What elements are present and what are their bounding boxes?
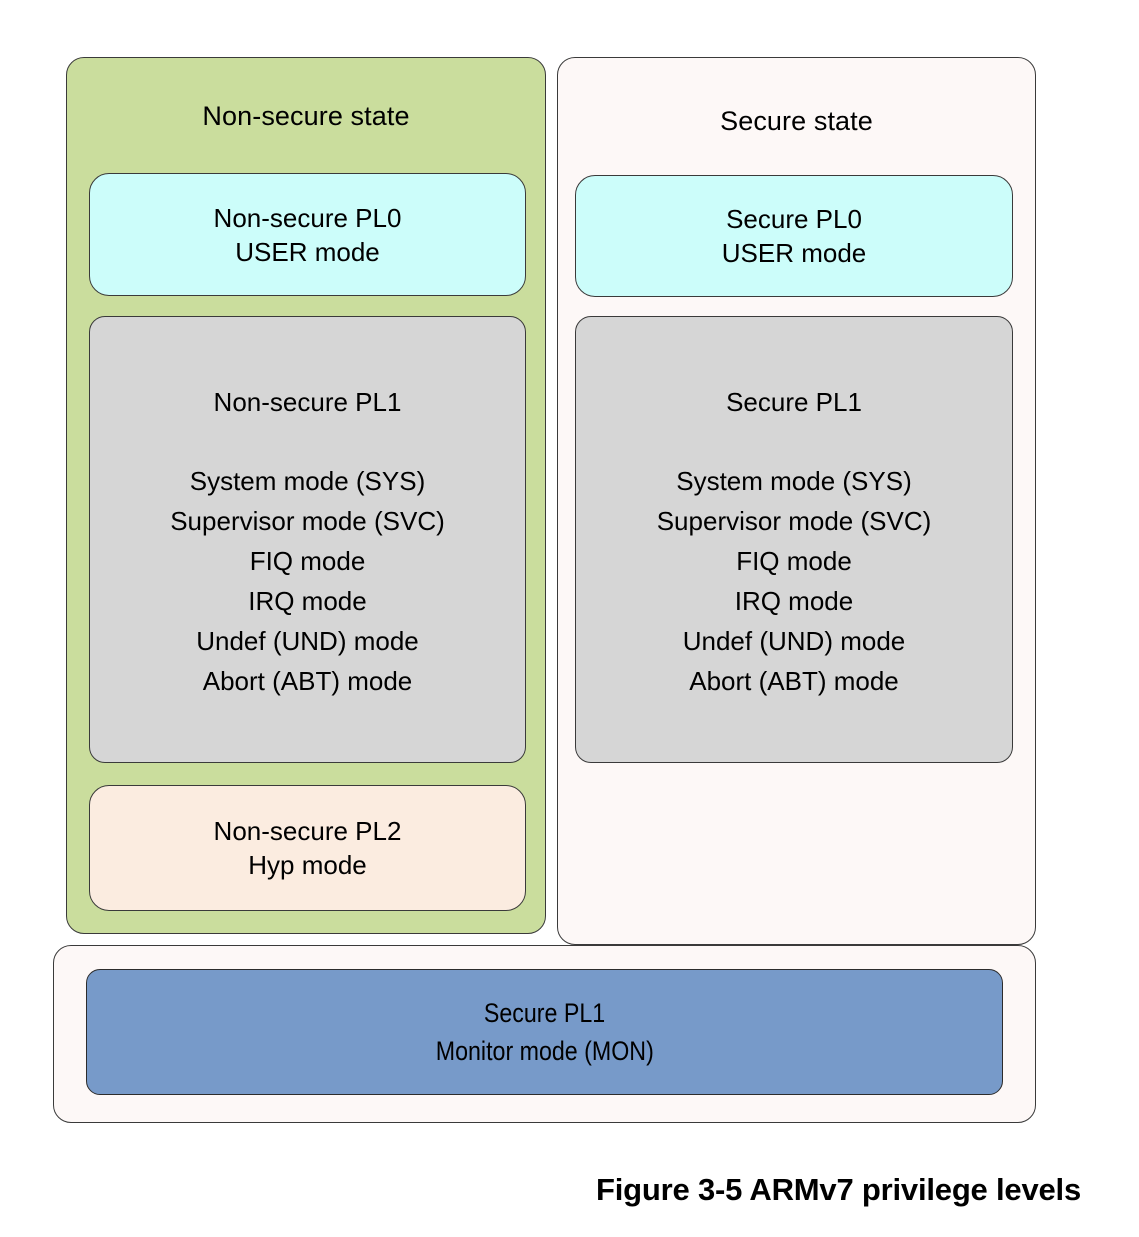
non-secure-state-panel: Non-secure state Non-secure PL0 USER mod… [66, 57, 546, 934]
non-secure-pl0-heading: Non-secure PL0 [213, 202, 402, 233]
list-item: IRQ mode [248, 586, 367, 616]
list-item: System mode (SYS) [676, 466, 912, 496]
list-item: Supervisor mode (SVC) [170, 506, 445, 536]
list-item: IRQ mode [734, 586, 854, 616]
list-item: System mode (SYS) [189, 466, 426, 496]
secure-pl0-mode: USER mode [721, 238, 867, 268]
secure-state-title: Secure state [720, 106, 873, 136]
non-secure-pl0-mode: USER mode [235, 236, 380, 267]
non-secure-pl2-box: Non-secure PL2 Hyp mode [89, 785, 526, 911]
non-secure-pl2-mode: Hyp mode [248, 850, 367, 880]
list-item: Abort (ABT) mode [689, 666, 899, 696]
monitor-container-panel: Secure PL1 Monitor mode (MON) [53, 945, 1036, 1123]
secure-pl1-box: Secure PL1 System mode (SYS) Supervisor … [575, 316, 1013, 763]
list-item: Abort (ABT) mode [202, 666, 413, 696]
secure-pl1-mode-list: System mode (SYS) Supervisor mode (SVC) … [657, 461, 932, 701]
list-item: Supervisor mode (SVC) [656, 506, 932, 536]
list-item: FIQ mode [249, 546, 366, 576]
non-secure-pl2-heading: Non-secure PL2 [213, 816, 402, 846]
list-item: Undef (UND) mode [196, 626, 419, 656]
monitor-mode-label: Monitor mode (MON) [435, 1036, 654, 1066]
non-secure-pl0-box: Non-secure PL0 USER mode [89, 173, 526, 296]
figure-caption: Figure 3-5 ARMv7 privilege levels [596, 1172, 1081, 1207]
non-secure-pl1-heading: Non-secure PL1 [213, 387, 402, 417]
monitor-heading: Secure PL1 [483, 998, 606, 1028]
secure-pl1-heading: Secure PL1 [726, 387, 862, 417]
secure-pl0-heading: Secure PL0 [726, 204, 862, 234]
non-secure-state-title: Non-secure state [202, 101, 410, 131]
non-secure-pl1-mode-list: System mode (SYS) Supervisor mode (SVC) … [170, 461, 445, 701]
list-item: FIQ mode [736, 546, 852, 576]
non-secure-pl1-box: Non-secure PL1 System mode (SYS) Supervi… [89, 316, 526, 763]
secure-state-panel: Secure state Secure PL0 USER mode Secure… [557, 57, 1036, 945]
secure-pl0-box: Secure PL0 USER mode [575, 175, 1013, 297]
monitor-mode-box: Secure PL1 Monitor mode (MON) [86, 969, 1003, 1095]
list-item: Undef (UND) mode [682, 626, 906, 656]
